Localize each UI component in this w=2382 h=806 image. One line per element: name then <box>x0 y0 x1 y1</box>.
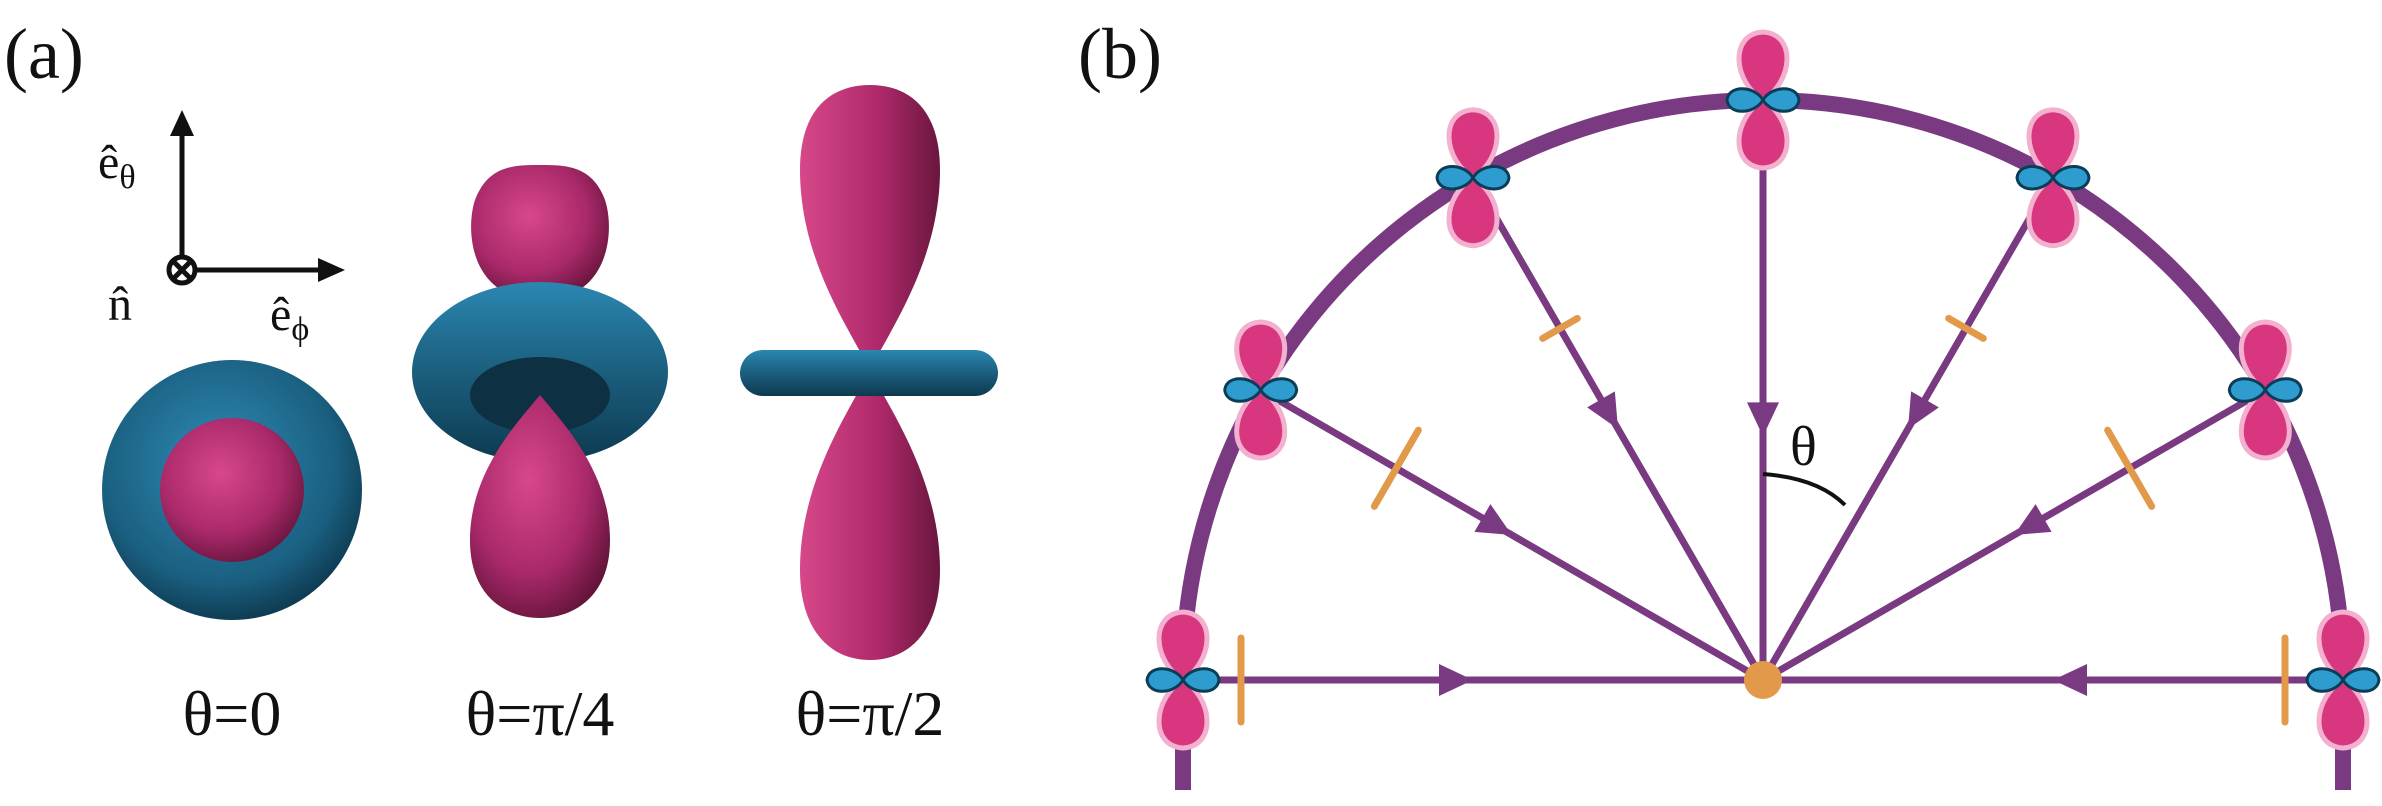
blue-lobe-left <box>2015 164 2055 191</box>
blue-lobe-right <box>1258 377 1299 403</box>
pink-lobe-down <box>1156 677 1210 751</box>
blue-lobe-right <box>2263 377 2303 403</box>
blue-lobe-right <box>2341 667 2381 693</box>
blue-lobe-left <box>1223 377 1263 403</box>
orbital-theta-pi4 <box>412 165 668 618</box>
blue-lobe-left <box>2227 377 2268 403</box>
pink-lobe-up <box>2238 319 2292 393</box>
e-theta-arrowhead <box>170 110 194 136</box>
edge-orbital-3 <box>1725 29 1801 171</box>
pink-lobe-up <box>2316 609 2370 683</box>
ray-arrow-1 <box>1474 504 1512 535</box>
ray-arrow-5 <box>2014 504 2052 535</box>
orbital-label-0: θ=0 <box>183 678 282 749</box>
pink-lobe-down <box>1446 174 1500 249</box>
orbital-theta-pi2 <box>740 85 998 660</box>
ray-arrow-4 <box>1908 391 1939 429</box>
blue-lobe-right <box>1471 164 1511 191</box>
center-source-dot <box>1744 661 1782 699</box>
blue-lobe-left <box>1145 667 1185 693</box>
theta-angle-label: θ <box>1790 416 1817 478</box>
upper-lobe <box>471 165 609 300</box>
panel-a-label: (a) <box>4 14 84 94</box>
orbital-label-2: θ=π/2 <box>796 678 945 749</box>
edge-orbital-5 <box>2227 319 2303 461</box>
pink-lobe-down <box>2238 387 2292 461</box>
tick-mark-4 <box>1945 314 1987 342</box>
edge-orbitals <box>1145 29 2381 751</box>
ray-arrows <box>1439 391 2087 696</box>
panel-b-label: (b) <box>1078 14 1162 94</box>
e-theta-label: êθ <box>98 136 136 196</box>
blue-lobe-left <box>2305 667 2345 693</box>
pink-lobe-up <box>1446 107 1500 181</box>
theta-angle-arc <box>1762 472 1847 507</box>
edge-orbital-2 <box>1435 107 1511 249</box>
pink-lobe-up <box>1156 609 1210 683</box>
edge-orbital-0 <box>1145 609 1221 751</box>
rays <box>1183 100 2343 684</box>
pink-lobe-down <box>2026 174 2080 249</box>
edge-orbital-6 <box>2305 609 2381 751</box>
panel-b: (b) θ <box>1078 14 2381 790</box>
pink-lobe-down <box>1736 97 1790 171</box>
ray-arrow-0 <box>1439 664 1473 696</box>
blue-lobe-left <box>1435 164 1475 191</box>
blue-lobe-right <box>1181 667 1221 693</box>
lower-lobe <box>470 395 610 618</box>
tick-mark-5 <box>2104 426 2156 510</box>
pink-lobe-up <box>1736 29 1790 103</box>
blue-lobe-left <box>1725 87 1765 113</box>
lobe-face-on <box>160 418 304 562</box>
orbital-theta-0 <box>102 360 362 620</box>
ray-arrow-3 <box>1747 402 1779 437</box>
tick-marks <box>1237 314 2289 726</box>
edge-on-torus <box>740 350 998 396</box>
panel-a: (a) êθ êϕ n̂ <box>4 14 998 749</box>
tick-mark-1 <box>1370 426 1422 510</box>
pink-lobe-up <box>1234 319 1288 393</box>
n-hat-label: n̂ <box>108 278 132 331</box>
pink-lobe-down <box>1234 387 1288 461</box>
ray-arrow-6 <box>2053 664 2087 696</box>
ray-arrow-2 <box>1587 391 1618 429</box>
e-phi-arrowhead <box>318 258 345 282</box>
edge-orbital-4 <box>2015 107 2091 249</box>
n-hat-cross-b <box>171 259 193 281</box>
axes <box>166 110 345 286</box>
edge-orbital-1 <box>1223 319 1299 461</box>
orbital-label-1: θ=π/4 <box>466 678 615 749</box>
blue-lobe-right <box>2051 164 2091 191</box>
e-phi-label: êϕ <box>270 288 309 348</box>
pink-lobe-down <box>2316 677 2370 751</box>
pink-lobe-up <box>2026 107 2080 181</box>
tick-mark-2 <box>1539 314 1581 342</box>
blue-lobe-right <box>1761 87 1801 113</box>
upper-lobe <box>800 85 940 370</box>
lower-lobe <box>800 370 940 660</box>
